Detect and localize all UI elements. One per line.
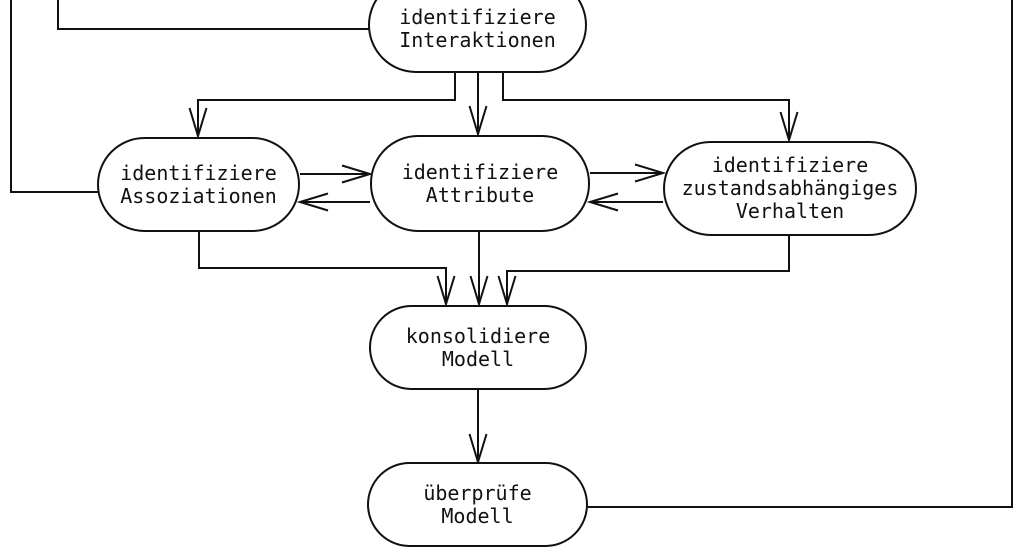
arrowhead [469, 275, 489, 308]
node-label: identifiziere Interaktionen [399, 5, 556, 52]
node-identifiziere-attribute: identifiziere Attribute [370, 135, 590, 232]
arrowhead [497, 275, 517, 308]
node-identifiziere-assoziationen: identifiziere Assoziationen [97, 137, 300, 232]
edge-line [198, 231, 447, 302]
edge-verhalten-to-attribute [586, 192, 663, 212]
arrowhead [779, 111, 799, 144]
edge-line [10, 0, 98, 193]
edge-interaktionen-to-assoziationen [188, 73, 456, 140]
node-label: konsolidiere Modell [405, 323, 551, 371]
node-konsolidiere-modell: konsolidiere Modell [369, 305, 587, 390]
edge-ueberpruefe-feedback-right [588, 0, 1013, 508]
arrowhead [634, 163, 667, 183]
edge-line [57, 0, 370, 30]
edge-feedback-left-to-interaktionen [57, 0, 370, 30]
arrowhead [586, 192, 619, 212]
edge-attribute-to-assoziationen [296, 192, 370, 212]
arrowhead [436, 275, 456, 308]
edge-attribute-to-verhalten [590, 163, 667, 183]
edge-line [506, 235, 790, 302]
edge-feedback-left-to-assoziationen [10, 0, 98, 193]
edge-verhalten-to-konsolidiere [497, 235, 790, 308]
arrowhead [468, 105, 488, 138]
edge-konsolidiere-to-ueberpruefe [468, 390, 488, 466]
edge-interaktionen-to-verhalten [502, 73, 799, 144]
node-label: überprüfe Modell [423, 480, 532, 528]
edge-interaktionen-to-attribute [468, 73, 488, 138]
edge-line [502, 73, 790, 138]
node-identifiziere-interaktionen: identifiziere Interaktionen [368, 0, 587, 73]
edge-line [588, 0, 1013, 508]
arrowhead [188, 107, 208, 140]
edge-assoziationen-to-konsolidiere [198, 231, 456, 308]
edge-attribute-to-konsolidiere [469, 232, 489, 308]
node-identifiziere-zustandsabhaengiges-verhalten: identifiziere zustandsabhängiges Verhalt… [663, 141, 917, 236]
arrowhead [296, 192, 329, 212]
edge-assoziationen-to-attribute [300, 164, 374, 184]
edge-line [197, 73, 456, 134]
node-label: identifiziere Attribute [401, 159, 559, 207]
node-label: identifiziere Assoziationen [120, 160, 277, 208]
node-ueberpruefe-modell: überprüfe Modell [367, 462, 588, 547]
node-label: identifiziere zustandsabhängiges Verhalt… [681, 153, 899, 223]
